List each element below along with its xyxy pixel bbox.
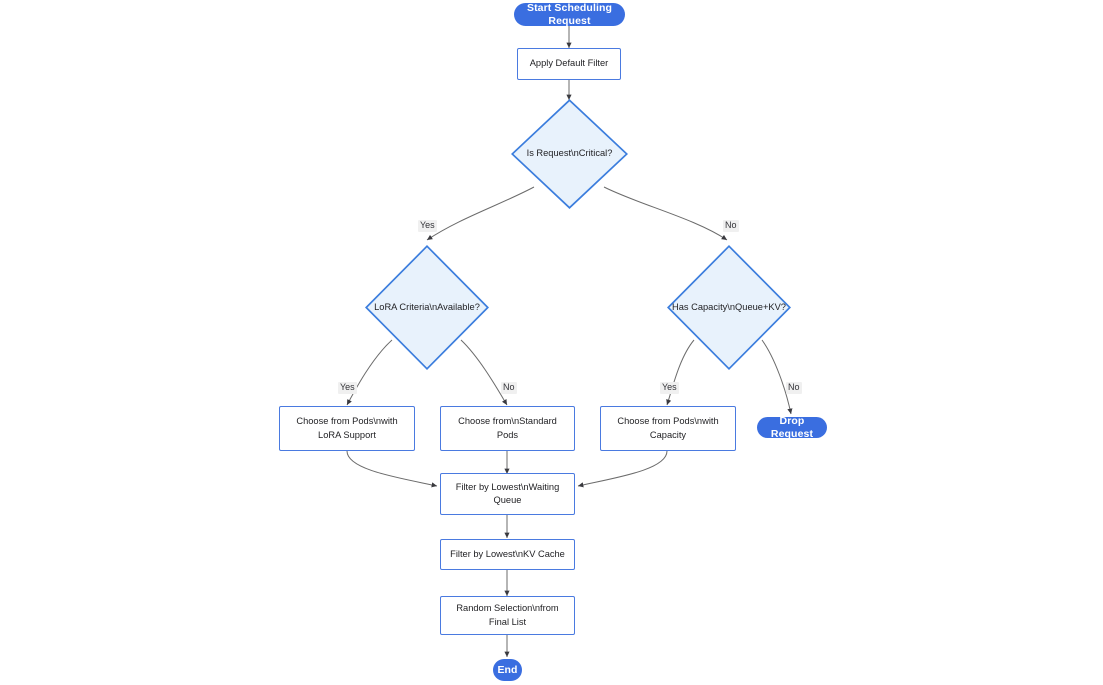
- node-choose-lora-pods[interactable]: Choose from Pods\nwith LoRA Support: [279, 406, 415, 451]
- node-choose-lora-pods-label: Choose from Pods\nwith LoRA Support: [296, 416, 398, 440]
- decision-diamond-shape: [365, 245, 489, 370]
- node-random-selection-label: Random Selection\nfrom Final List: [456, 603, 559, 627]
- edge-label-lora-no: No: [501, 382, 517, 394]
- node-lora-criteria-available[interactable]: LoRA Criteria\nAvailable?: [365, 245, 489, 370]
- node-is-request-critical[interactable]: Is Request\nCritical?: [511, 99, 628, 209]
- node-apply-default-filter-label: Apply Default Filter: [529, 58, 609, 69]
- node-is-request-critical-label: Is Request\nCritical?: [526, 148, 613, 159]
- node-filter-waiting-queue[interactable]: Filter by Lowest\nWaiting Queue: [440, 473, 575, 515]
- node-filter-kv-cache[interactable]: Filter by Lowest\nKV Cache: [440, 539, 575, 570]
- node-drop-request-label: Drop Request: [770, 415, 814, 440]
- node-choose-standard-pods[interactable]: Choose from\nStandard Pods: [440, 406, 575, 451]
- node-start[interactable]: Start Scheduling Request: [514, 2, 625, 27]
- edge-lora-pods-to-waiting-queue: [346, 450, 438, 488]
- edge-label-critical-yes: Yes: [418, 220, 437, 232]
- node-end[interactable]: End: [493, 659, 522, 681]
- node-filter-waiting-queue-label: Filter by Lowest\nWaiting Queue: [455, 481, 560, 505]
- edge-label-lora-yes: Yes: [338, 382, 357, 394]
- node-has-capacity-label: Has Capacity\nQueue+KV?: [672, 301, 786, 312]
- node-end-label: End: [497, 663, 518, 676]
- node-lora-criteria-available-label: LoRA Criteria\nAvailable?: [374, 301, 480, 312]
- edge-label-critical-no: No: [723, 220, 739, 232]
- node-choose-standard-pods-label: Choose from\nStandard Pods: [458, 416, 557, 440]
- edge-label-capacity-yes: Yes: [660, 382, 679, 394]
- node-drop-request[interactable]: Drop Request: [757, 415, 827, 440]
- edge-label-capacity-no: No: [786, 382, 802, 394]
- decision-diamond-shape: [511, 99, 628, 209]
- node-filter-kv-cache-label: Filter by Lowest\nKV Cache: [450, 548, 565, 559]
- edge-capacity-pods-to-waiting-queue: [577, 450, 668, 488]
- node-has-capacity[interactable]: Has Capacity\nQueue+KV?: [667, 245, 791, 370]
- decision-diamond-shape: [667, 245, 791, 370]
- node-choose-capacity-pods-label: Choose from Pods\nwith Capacity: [617, 416, 719, 440]
- node-choose-capacity-pods[interactable]: Choose from Pods\nwith Capacity: [600, 406, 736, 451]
- node-apply-default-filter[interactable]: Apply Default Filter: [517, 48, 621, 80]
- node-random-selection[interactable]: Random Selection\nfrom Final List: [440, 596, 575, 635]
- node-start-label: Start Scheduling Request: [526, 2, 613, 27]
